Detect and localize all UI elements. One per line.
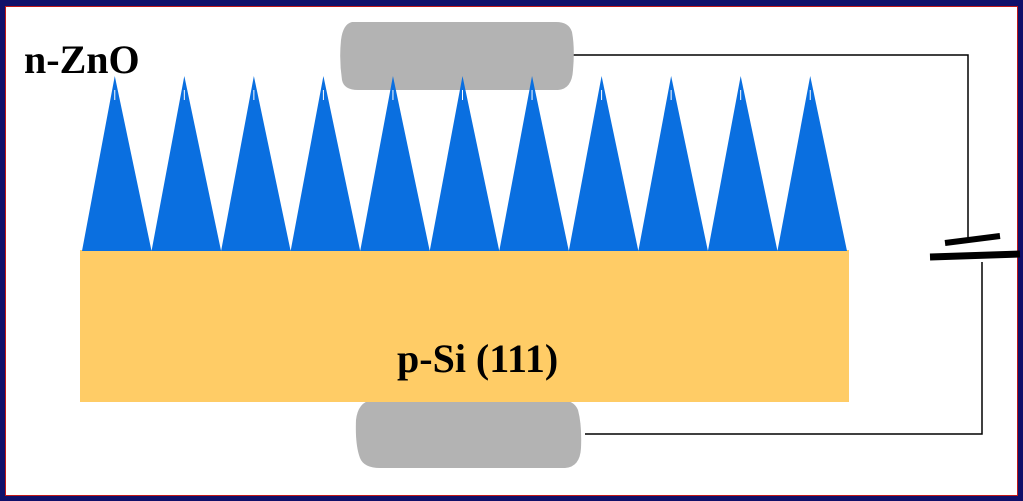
- zno-nanorod: [221, 76, 291, 251]
- zno-nanorod: [360, 76, 430, 251]
- zno-nanorod-array: [82, 76, 847, 251]
- top-contact: [340, 22, 574, 90]
- circuit-wires: [570, 54, 983, 435]
- zno-nanorod: [707, 76, 778, 251]
- zno-nanorod: [499, 76, 569, 251]
- zno-nanorod: [777, 76, 847, 251]
- zno-nanorod: [568, 76, 639, 251]
- zno-nanorod: [429, 76, 500, 251]
- zno-nanorod: [638, 76, 708, 251]
- zno-nanorod: [82, 76, 152, 251]
- n-zno-label: n-ZnO: [24, 37, 140, 82]
- battery-icon: [929, 233, 1021, 261]
- top-wire: [570, 54, 969, 243]
- bottom-wire: [585, 262, 983, 435]
- battery-short-plate: [944, 233, 1001, 246]
- zno-nanorod: [151, 76, 222, 251]
- p-si-substrate: [80, 250, 849, 402]
- battery-long-plate: [929, 250, 1021, 261]
- zno-nanorod: [290, 76, 361, 251]
- p-si-label: p-Si (111): [397, 336, 558, 381]
- bottom-contact: [355, 400, 582, 468]
